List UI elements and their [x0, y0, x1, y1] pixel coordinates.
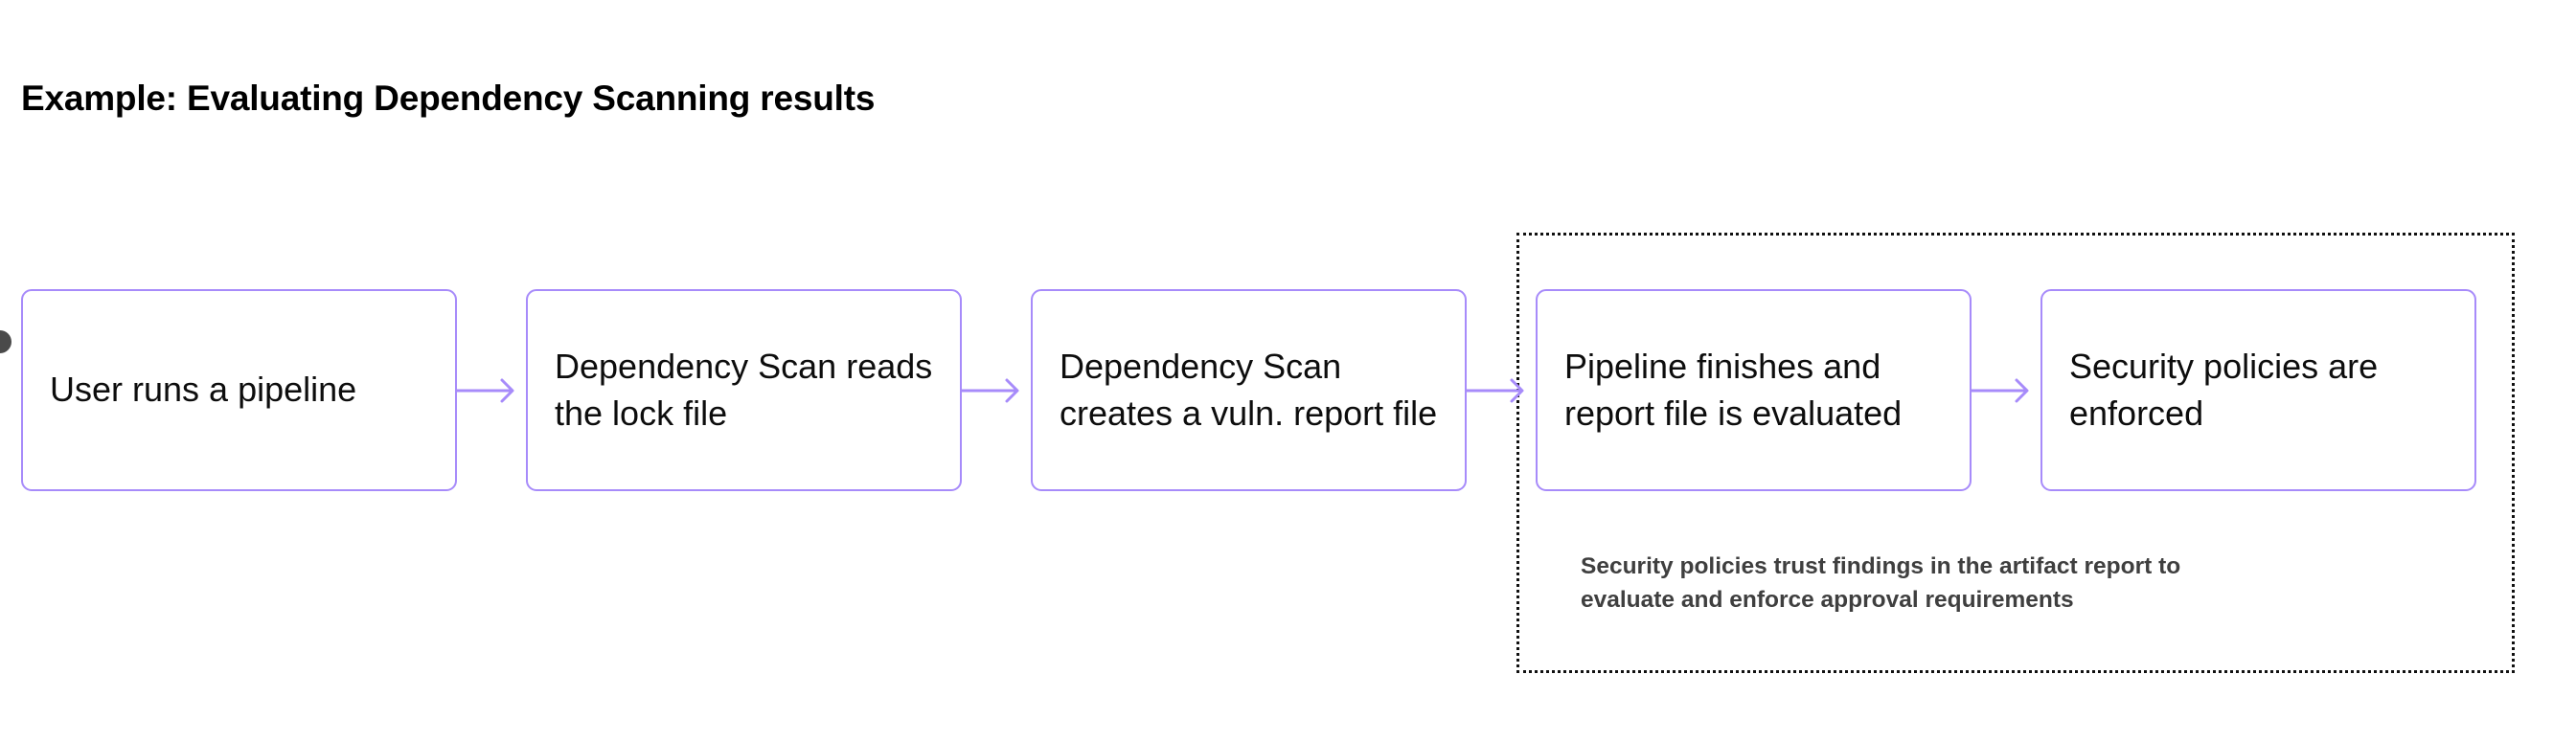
group-caption-line-2: evaluate and enforce approval requiremen…: [1581, 586, 2074, 613]
flow-node-label: User runs a pipeline: [50, 370, 357, 410]
arrow-right-icon: [1972, 369, 2040, 413]
node-connection-handle-icon[interactable]: [0, 330, 11, 353]
arrow-right-icon: [1467, 369, 1536, 413]
flow-node-dependency-scan-reads-lock-file[interactable]: Dependency Scan reads the lock file: [526, 289, 962, 491]
flow-node-label: Dependency Scan reads the lock file: [555, 346, 933, 433]
group-caption: Security policies trust findings in the …: [1581, 551, 2481, 618]
flow-node-label: Dependency Scan creates a vuln. report f…: [1060, 346, 1438, 433]
security-policy-group-container: [1516, 233, 2515, 673]
group-caption-line-1: Security policies trust findings in the …: [1581, 553, 2181, 579]
flow-node-label: Security policies are enforced: [2069, 346, 2379, 433]
flow-node-pipeline-finishes-report-evaluated[interactable]: Pipeline finishes and report file is eva…: [1536, 289, 1972, 491]
flow-node-label: Pipeline finishes and report file is eva…: [1564, 346, 1903, 433]
arrow-right-icon: [457, 369, 526, 413]
flow-node-security-policies-enforced[interactable]: Security policies are enforced: [2040, 289, 2476, 491]
page-title: Example: Evaluating Dependency Scanning …: [21, 79, 876, 118]
flow-node-user-runs-pipeline[interactable]: User runs a pipeline: [21, 289, 457, 491]
flow-node-dependency-scan-creates-report[interactable]: Dependency Scan creates a vuln. report f…: [1031, 289, 1467, 491]
arrow-right-icon: [962, 369, 1031, 413]
